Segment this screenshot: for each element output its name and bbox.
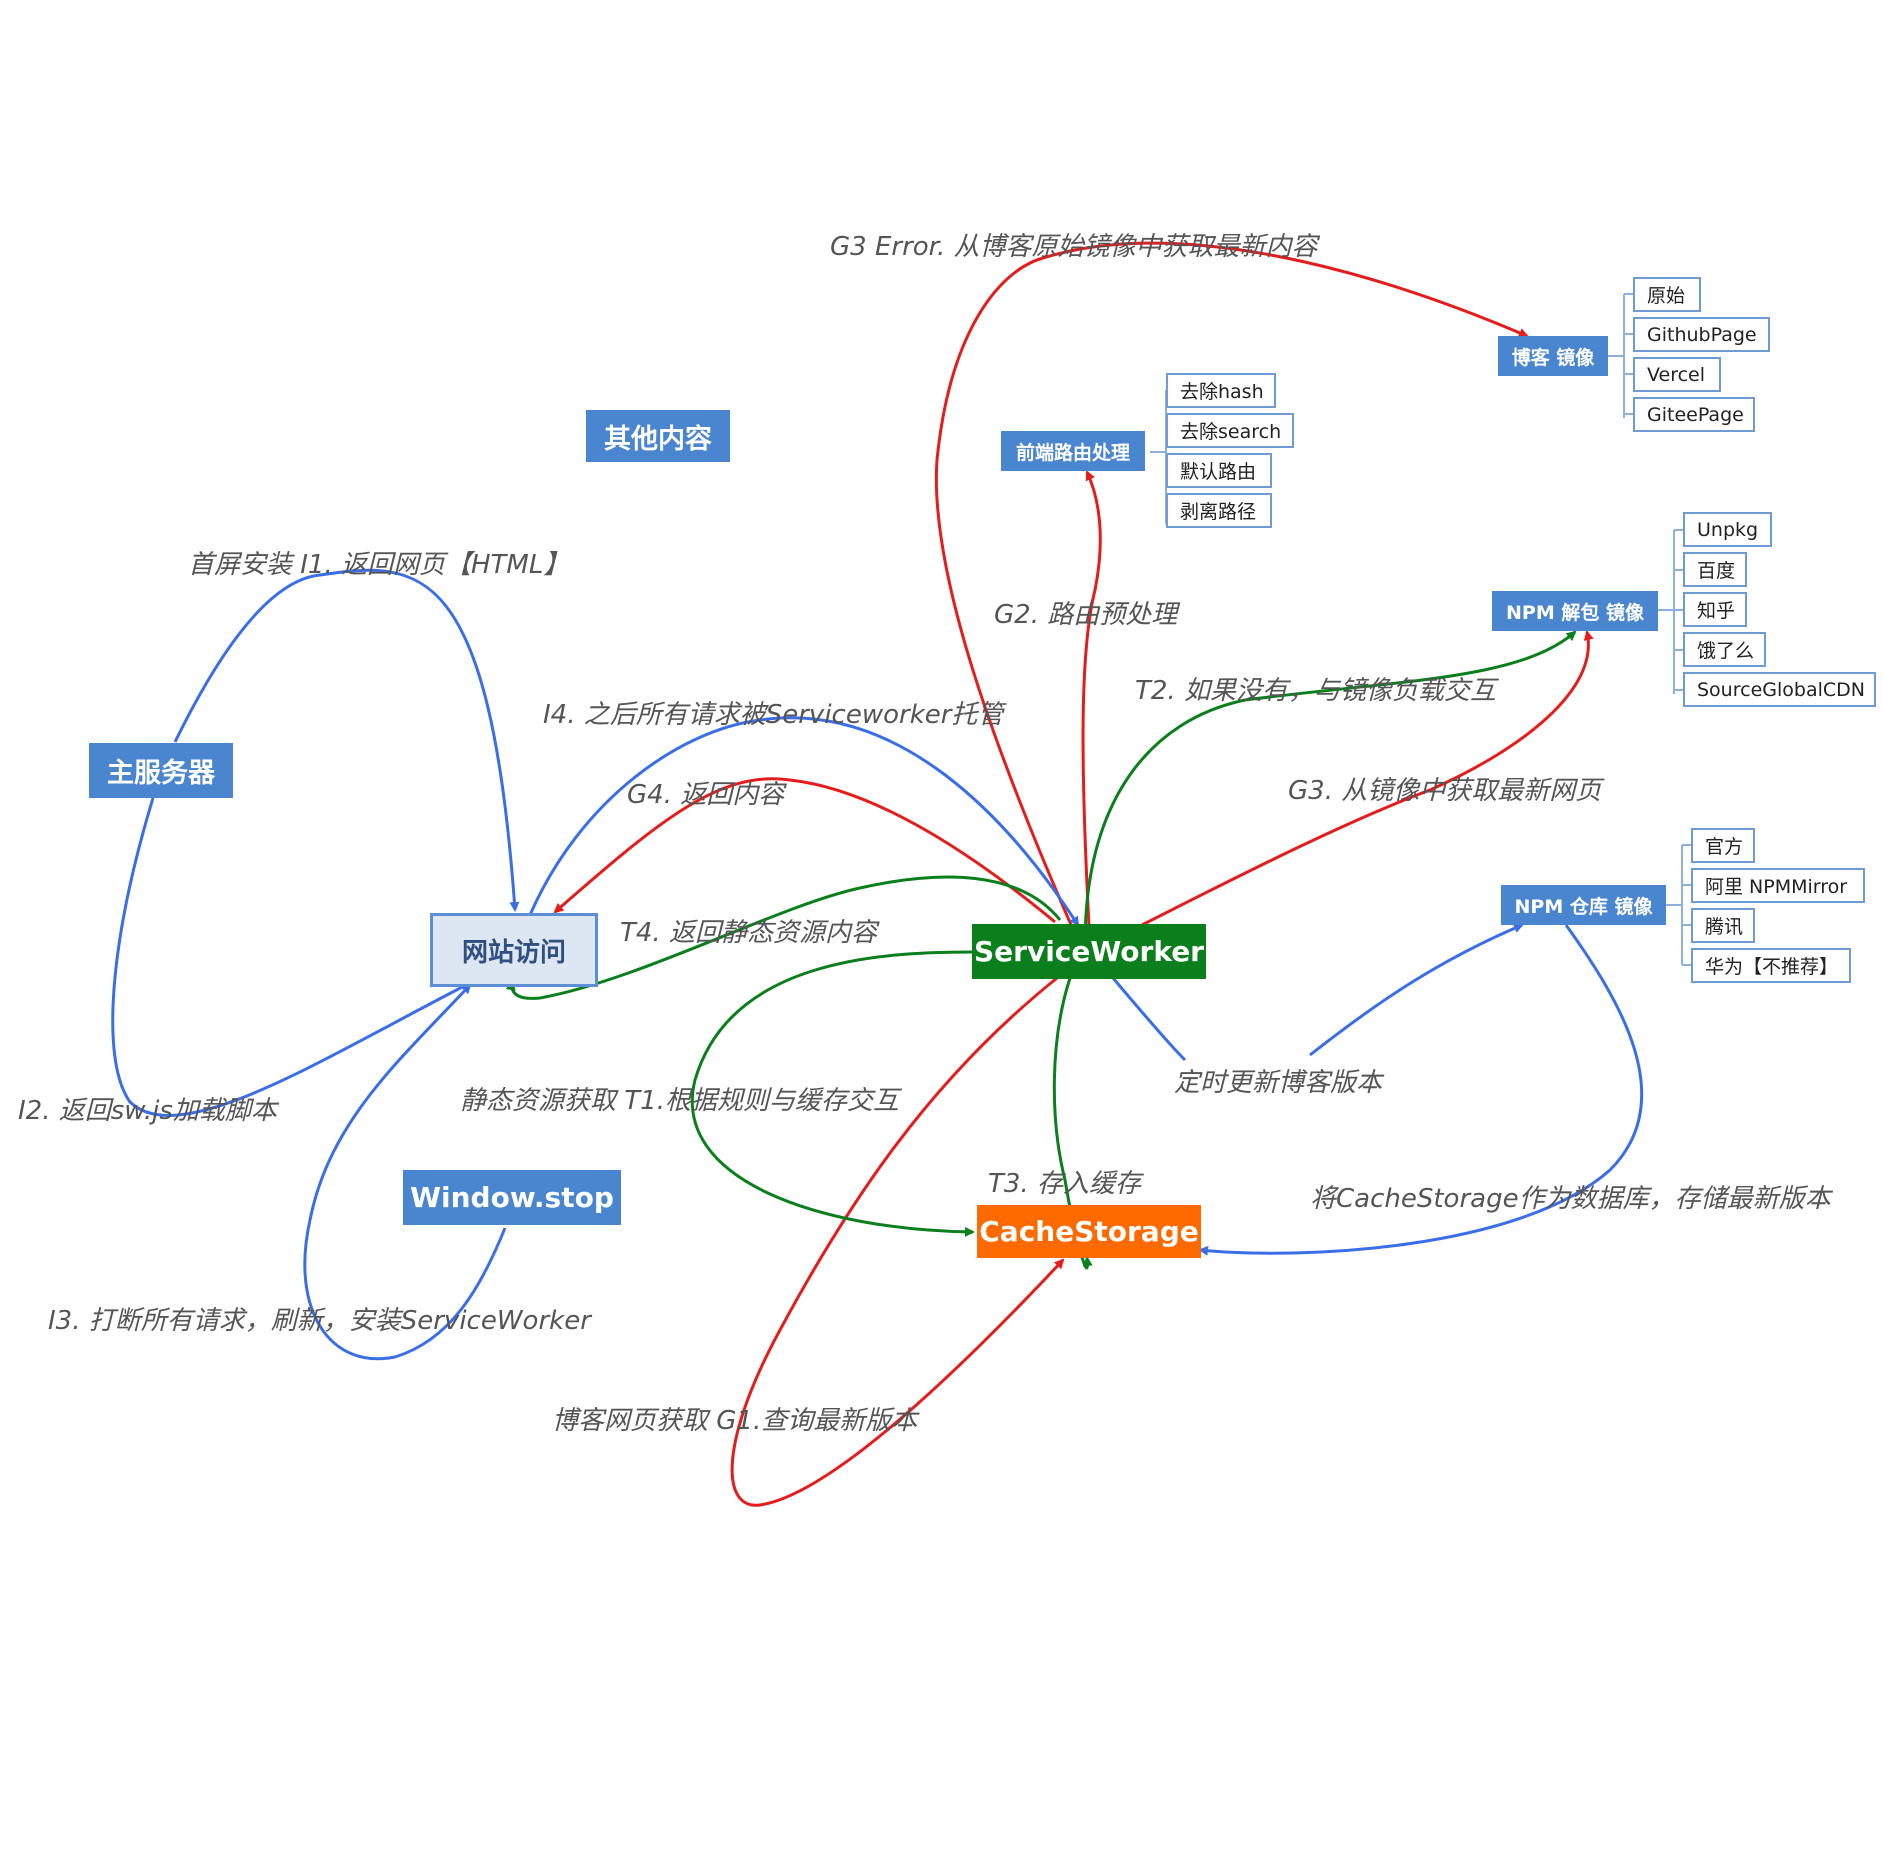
t2-arrow	[1083, 630, 1577, 946]
npm-repo-item-huawei[interactable]: 华为【不推荐】	[1691, 948, 1851, 983]
npm-unpack-item-unpkg[interactable]: Unpkg	[1683, 512, 1772, 547]
label-t3: T3. 存入缓存	[988, 1169, 1141, 1199]
service-worker-node[interactable]: ServiceWorker	[972, 924, 1206, 979]
label-g1: 博客网页获取 G1.查询最新版本	[552, 1406, 918, 1436]
label-i4: I4. 之后所有请求被Serviceworker托管	[543, 700, 1004, 730]
t1-arrow	[690, 950, 975, 1237]
g3-error-arrow	[934, 241, 1529, 953]
npm-unpack-bracket	[1658, 529, 1684, 694]
timer-arrow	[1111, 925, 1522, 1062]
i4-arrow	[528, 716, 1080, 927]
npm-unpack-item-eleme[interactable]: 饿了么	[1683, 632, 1766, 667]
g3-arrow	[1141, 630, 1594, 927]
npm-unpack-item-sourceglobalcdn[interactable]: SourceGlobalCDN	[1683, 672, 1876, 707]
blog-item-giteepage[interactable]: GiteePage	[1633, 397, 1755, 432]
blog-item-vercel[interactable]: Vercel	[1633, 357, 1721, 392]
route-item-remove-hash[interactable]: 去除hash	[1166, 373, 1276, 408]
npm-repo-item-tencent[interactable]: 腾讯	[1691, 908, 1755, 943]
npm-unpack-item-zhihu[interactable]: 知乎	[1683, 592, 1747, 627]
label-g2: G2. 路由预处理	[994, 600, 1178, 630]
t3-arrow	[1052, 977, 1093, 1270]
label-t1: 静态资源获取 T1.根据规则与缓存交互	[460, 1086, 899, 1116]
db-arrow	[1198, 924, 1644, 1256]
label-cache-db: 将CacheStorage作为数据库，存储最新版本	[1310, 1184, 1831, 1214]
blog-mirror-node[interactable]: 博客 镜像	[1498, 336, 1608, 376]
blog-item-githubpage[interactable]: GithubPage	[1633, 317, 1770, 352]
blog-item-origin[interactable]: 原始	[1633, 277, 1701, 312]
g4-arrow	[553, 777, 1056, 924]
window-stop-node[interactable]: Window.stop	[403, 1170, 621, 1225]
route-item-strip-path[interactable]: 剥离路径	[1166, 493, 1272, 528]
frontend-route-node[interactable]: 前端路由处理	[1001, 431, 1145, 471]
i3-arrow	[303, 983, 507, 1361]
label-g3: G3. 从镜像中获取最新网页	[1288, 776, 1602, 806]
npm-unpack-mirror-node[interactable]: NPM 解包 镜像	[1492, 591, 1658, 631]
g1-arrow	[730, 976, 1065, 1507]
route-item-remove-search[interactable]: 去除search	[1166, 413, 1294, 448]
label-g4: G4. 返回内容	[627, 780, 785, 810]
label-timer-update: 定时更新博客版本	[1174, 1068, 1383, 1098]
t4-arrow	[505, 875, 1062, 1000]
label-i2: I2. 返回sw.js加载脚本	[18, 1096, 277, 1126]
label-i3: I3. 打断所有请求，刷新，安装ServiceWorker	[48, 1306, 591, 1336]
npm-repo-item-official[interactable]: 官方	[1691, 828, 1755, 863]
npm-repo-bracket	[1666, 844, 1692, 966]
npm-repo-item-aliyun[interactable]: 阿里 NPMMirror	[1691, 868, 1865, 903]
npm-unpack-item-baidu[interactable]: 百度	[1683, 552, 1747, 587]
label-t4: T4. 返回静态资源内容	[620, 918, 877, 948]
i1-arrow	[173, 568, 520, 912]
website-access-node[interactable]: 网站访问	[430, 913, 598, 987]
cache-storage-node[interactable]: CacheStorage	[977, 1205, 1201, 1258]
main-server-node[interactable]: 主服务器	[89, 743, 233, 798]
blog-bracket	[1608, 293, 1634, 418]
i2-arrow	[111, 797, 472, 1117]
other-content-node[interactable]: 其他内容	[586, 410, 730, 462]
label-g3-error: G3 Error. 从博客原始镜像中获取最新内容	[830, 232, 1318, 262]
route-item-default[interactable]: 默认路由	[1166, 453, 1272, 488]
g2-arrow	[1081, 470, 1102, 946]
label-i1: 首屏安装 I1. 返回网页【HTML】	[188, 550, 570, 580]
label-t2: T2. 如果没有，与镜像负载交互	[1135, 676, 1496, 706]
npm-repo-mirror-node[interactable]: NPM 仓库 镜像	[1501, 885, 1666, 925]
